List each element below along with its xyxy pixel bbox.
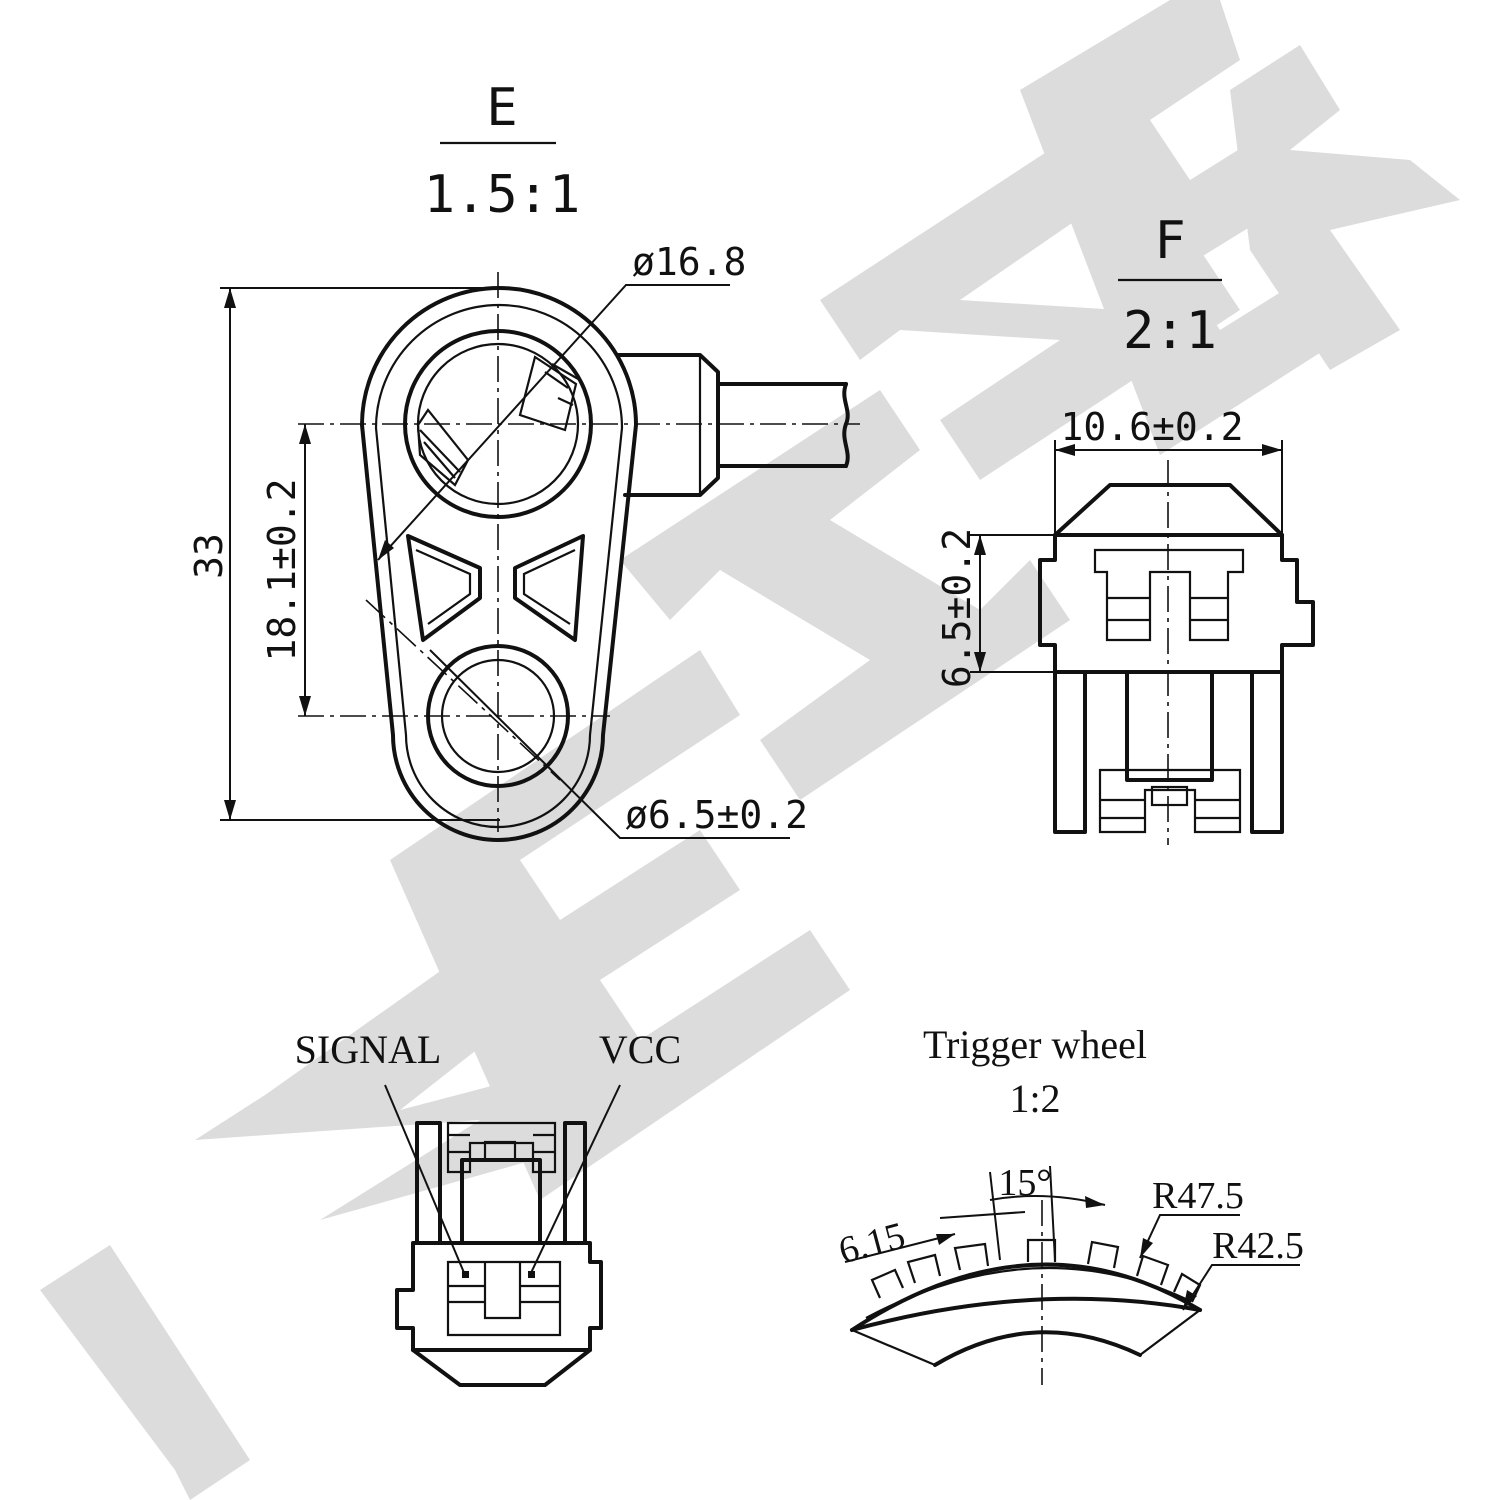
right-window <box>513 534 585 642</box>
signal-label: SIGNAL <box>295 1027 442 1072</box>
dim-overall-height: 33 <box>187 533 231 579</box>
dim-connector-width: 10.6±0.2 <box>1060 405 1243 449</box>
connector-housing <box>1038 533 1315 674</box>
view-e-scale: 1.5:1 <box>424 165 581 225</box>
cable <box>716 382 848 468</box>
cable-outlet <box>616 353 720 497</box>
trigger-wheel-view: Trigger wheel 1:2 15° 6.15 <box>834 1022 1304 1385</box>
trigger-wheel-title: Trigger wheel <box>923 1022 1147 1067</box>
dim-large-diameter: ø16.8 <box>632 240 746 284</box>
outer-radius: R47.5 <box>1152 1175 1244 1217</box>
dim-bore-spacing: 18.1±0.2 <box>260 478 304 661</box>
sensor-body-outline <box>360 286 638 842</box>
view-f-letter: F <box>1154 211 1185 271</box>
pin-legs <box>1053 670 1284 834</box>
connector-pin-view: SIGNAL VCC <box>295 1027 681 1387</box>
view-e-letter: E <box>486 78 517 138</box>
tooth-angle: 15° <box>998 1162 1051 1204</box>
tooth-width: 6.15 <box>834 1215 909 1273</box>
vcc-label: VCC <box>599 1027 681 1072</box>
left-window <box>406 534 482 642</box>
dim-connector-height: 6.5±0.2 <box>935 528 979 688</box>
dim-small-diameter: ø6.5±0.2 <box>625 793 808 837</box>
wheel-inner-arc <box>933 1330 1142 1367</box>
watermark-logo <box>40 0 1460 1500</box>
wheel-outer-arc <box>850 1262 1202 1332</box>
connector-cap <box>1053 483 1284 537</box>
view-e: E 1.5:1 <box>187 78 860 842</box>
trigger-wheel-scale: 1:2 <box>1009 1076 1060 1121</box>
view-f-scale: 2:1 <box>1123 301 1217 361</box>
inner-radius: R42.5 <box>1212 1225 1304 1267</box>
view-f: F 2:1 10.6±0.2 6.5±0.2 <box>935 211 1315 845</box>
